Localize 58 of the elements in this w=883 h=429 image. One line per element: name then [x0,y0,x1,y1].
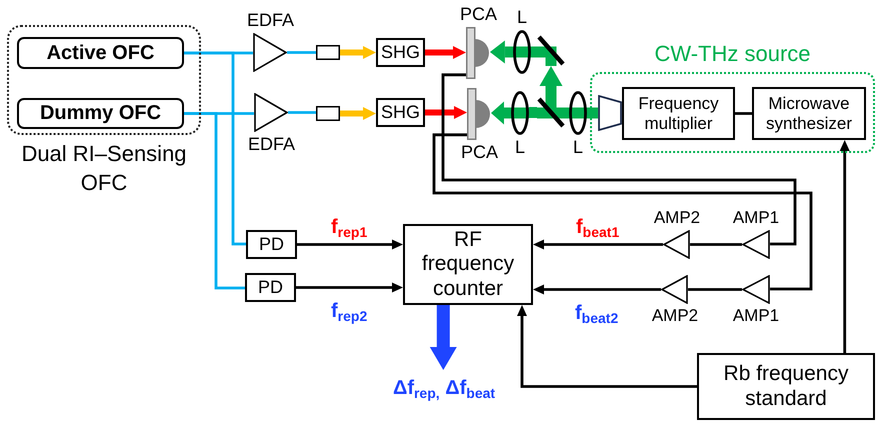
output-label: Δf$_{rep,}$ Δf$_{beat}$ [372,370,516,406]
component-label: L [514,137,526,158]
connector-line [688,288,742,291]
thick-arrow [425,106,467,119]
thick-line [565,108,569,118]
arrow [840,140,850,353]
arrow [533,284,661,294]
arrow [297,240,403,250]
connector-line [184,52,246,246]
component-label: EDFA [247,134,296,155]
connector-line [184,112,245,290]
thick-arrow [490,40,513,64]
thick-line [531,46,537,58]
component-box: PD [246,230,297,259]
thick-line [587,108,598,118]
edge-label: f$_{rep1}$ [331,215,368,241]
edge-label: f$_{beat1}$ [576,215,620,241]
thick-arrow [340,107,376,120]
edge-label: f$_{beat2}$ [575,301,618,327]
arrow [533,240,663,250]
thick-arrow [491,102,511,124]
arrow [296,282,403,292]
component-box: Rb frequency standard [697,353,875,420]
component-box: SHG [376,98,425,127]
component-box: RF frequency counter [403,224,533,305]
connector-line [735,112,752,115]
component-box: Dummy OFC [17,98,184,129]
mirror-icon [537,35,565,66]
component-box: SHG [376,38,425,67]
component-label: PCA [460,142,499,163]
connector-line [288,111,316,114]
mirror-icon [537,97,565,128]
thick-arrow [425,46,466,59]
component-box: PD [245,273,296,302]
component-label: L [572,137,584,158]
component-label: EDFA [246,10,295,31]
connector-line [432,133,812,290]
component-box: Microwave synthesizer [752,87,866,140]
empty-box-icon [316,106,340,121]
edge-label: f$_{rep2}$ [331,299,368,325]
thick-arrow [430,305,457,370]
thick-arrow [540,66,562,97]
thick-line [529,107,537,118]
component-label: AMP1 [732,306,780,326]
component-label: AMP2 [653,208,701,228]
connector-line [690,243,742,246]
thick-arrow [340,46,376,59]
component-label: L [516,7,528,28]
group-heading: Dual RI–Sensing OFC [20,140,188,197]
arrow [517,305,697,388]
group-heading: CW-THz source [654,40,811,68]
component-label: PCA [459,4,498,25]
component-box: Active OFC [17,37,184,69]
component-label: AMP2 [651,306,699,326]
component-label: AMP1 [732,208,780,228]
connector-line [442,73,796,246]
empty-box-icon [316,45,340,60]
connector-line [287,51,316,54]
